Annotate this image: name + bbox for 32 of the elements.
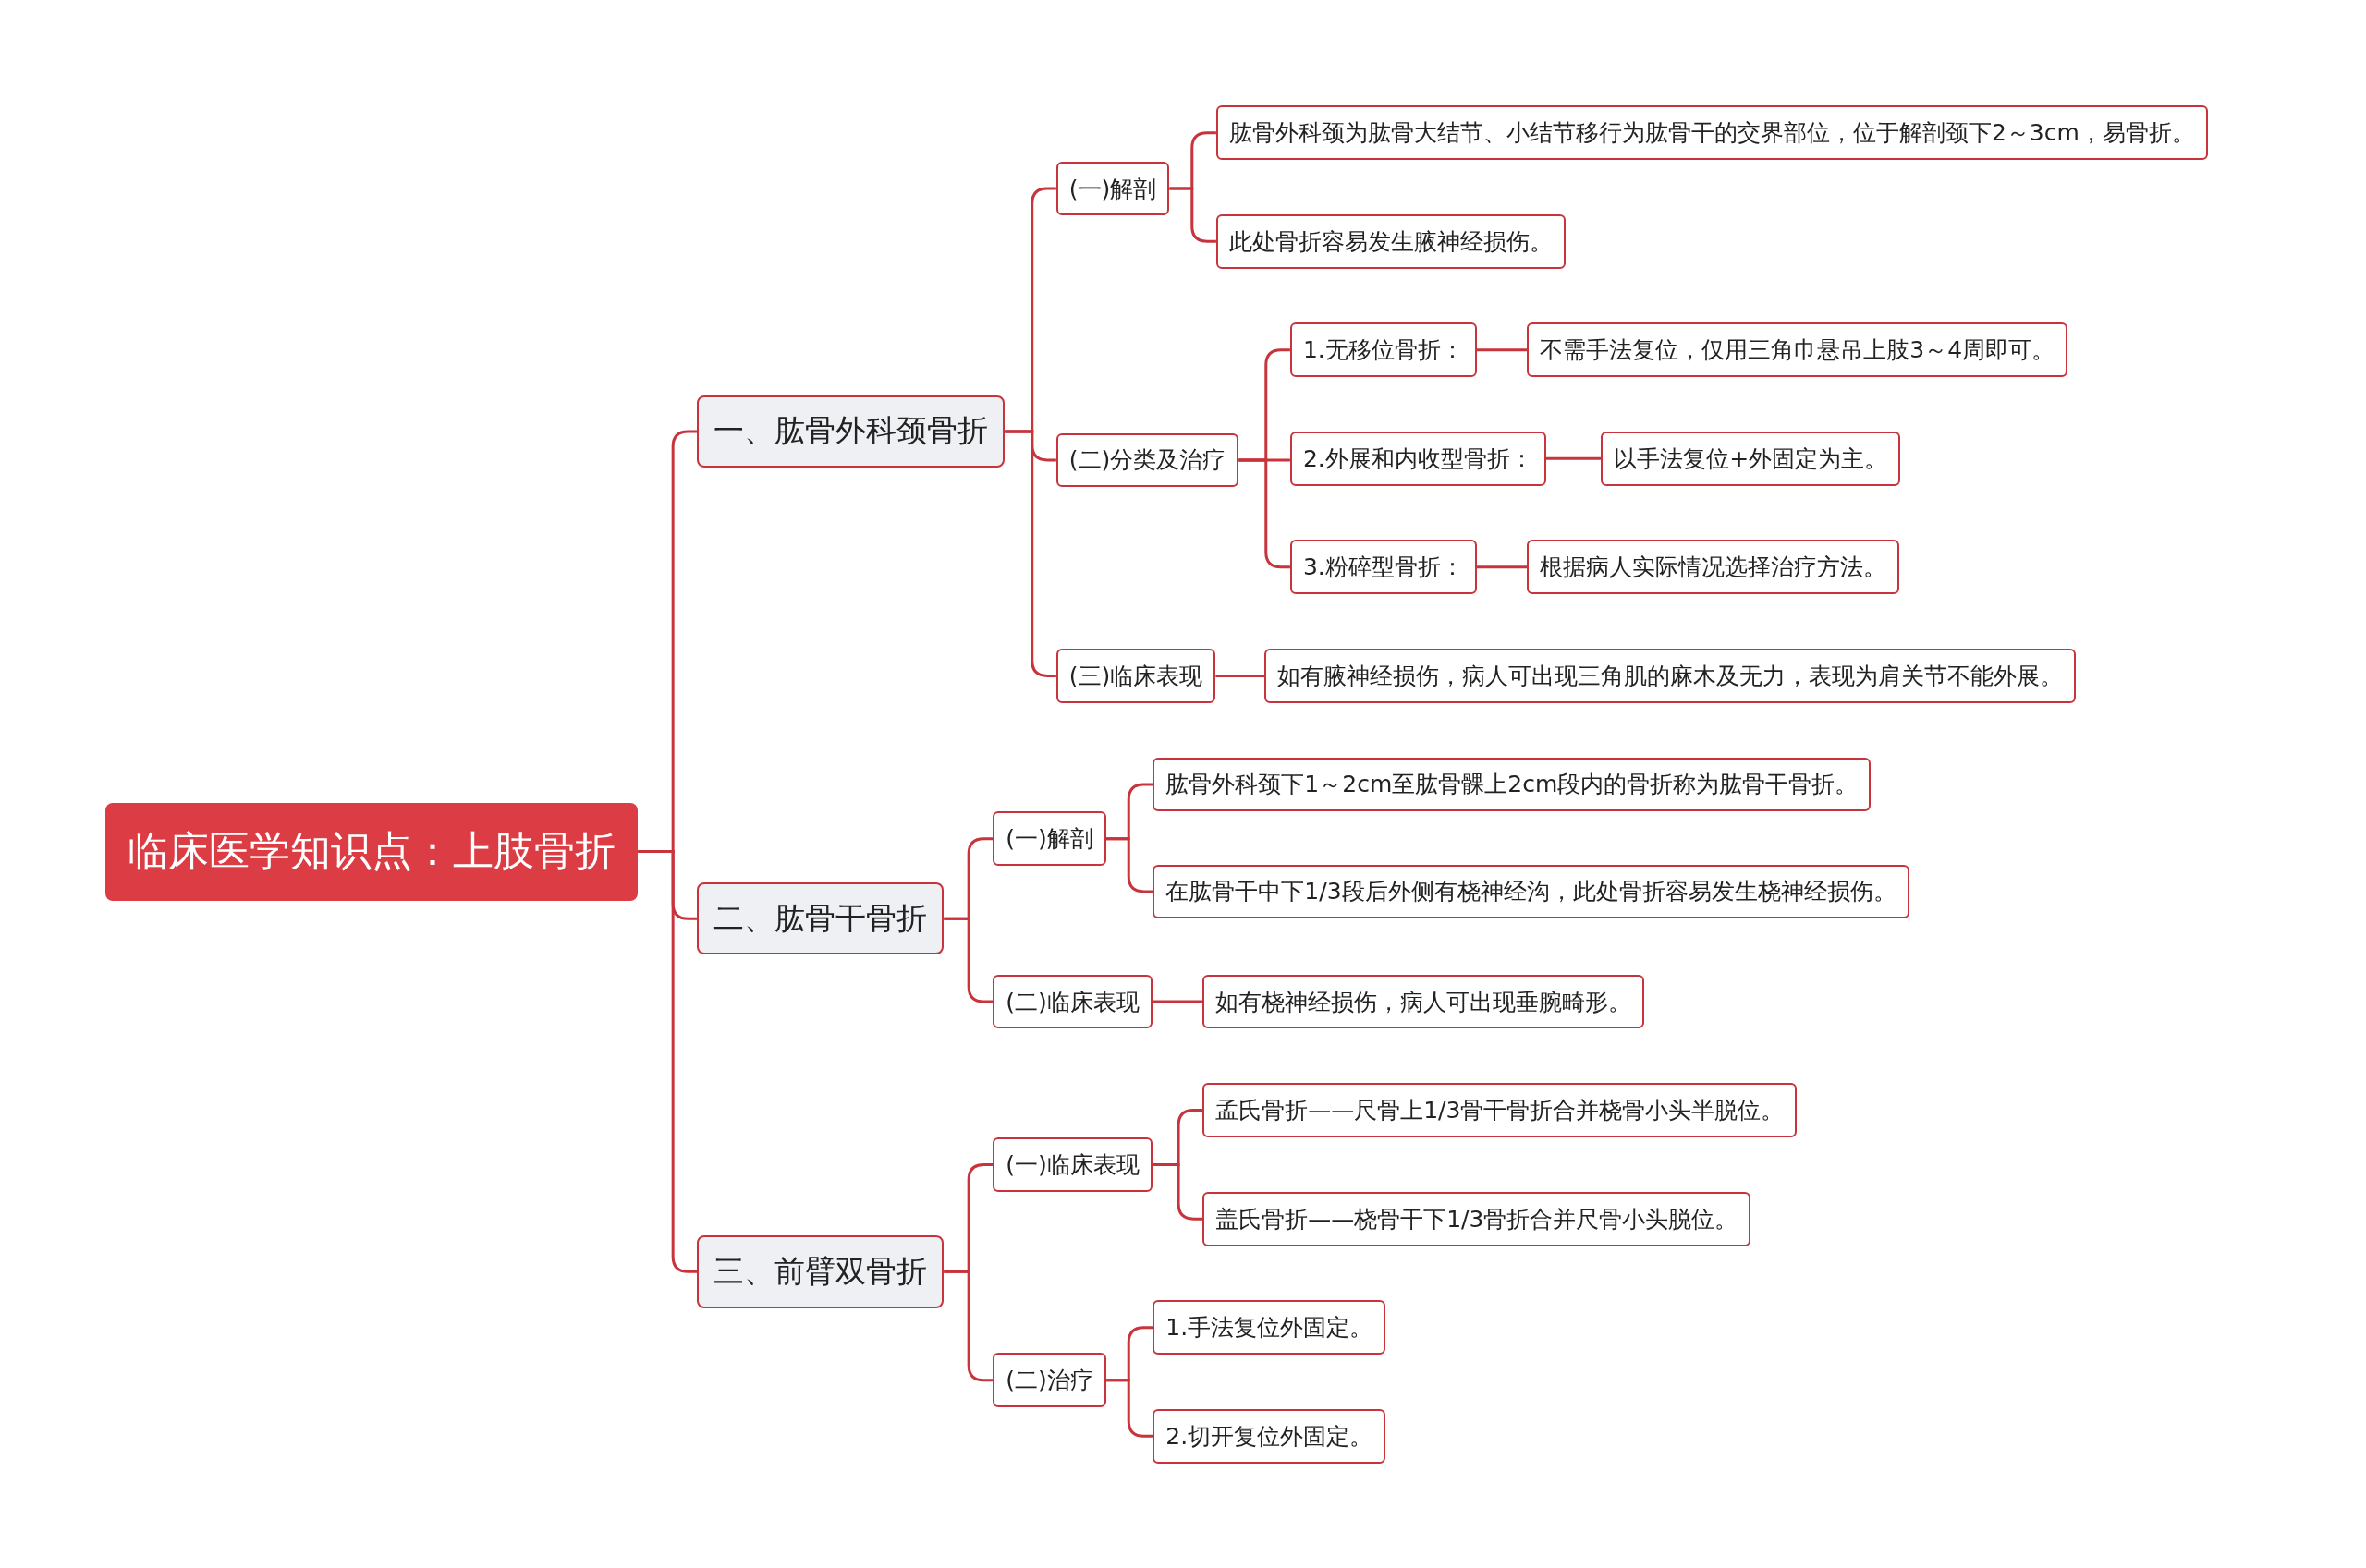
connector-line [1152, 1000, 1203, 1003]
subtopic-box: 肱骨外科颈为肱骨大结节、小结节移行为肱骨干的交界部位，位于解剖颈下2～3cm，易骨折。 [1215, 105, 2208, 161]
root-topic-box: 临床医学知识点：上肢骨折 [105, 802, 639, 901]
subtopic-box: 不需手法复位，仅用三角巾悬吊上肢3～4周即可。 [1527, 322, 2068, 378]
subtopic-box: (二)分类及治疗 [1055, 432, 1239, 488]
topic-box: 二、肱骨干骨折 [697, 882, 945, 955]
subtopic-box: 1.手法复位外固定。 [1153, 1300, 1386, 1355]
subtopic-box: 2.切开复位外固定。 [1153, 1408, 1386, 1464]
subtopic-box: (三)临床表现 [1055, 649, 1216, 703]
topic-box: 三、前臂双骨折 [697, 1235, 945, 1308]
subtopic-box: 如有腋神经损伤，病人可出现三角肌的麻木及无力，表现为肩关节不能外展。 [1264, 649, 2077, 703]
subtopic-box: (一)解剖 [1055, 161, 1170, 216]
subtopic-box: 肱骨外科颈下1～2cm至肱骨髁上2cm段内的骨折称为肱骨干骨折。 [1153, 757, 1872, 812]
connector-line [1476, 348, 1528, 352]
subtopic-box: 3.粉碎型骨折： [1289, 540, 1477, 595]
subtopic-box: (二)治疗 [993, 1353, 1106, 1408]
connector-line [1476, 565, 1528, 569]
subtopic-box: 根据病人实际情况选择治疗方法。 [1527, 540, 1900, 595]
connector-line [1215, 674, 1265, 677]
connector-line [1545, 456, 1602, 460]
subtopic-box: 盖氏骨折——桡骨干下1/3骨折合并尺骨小头脱位。 [1202, 1191, 1751, 1246]
subtopic-box: (一)解剖 [993, 811, 1106, 867]
subtopic-box: 2.外展和内收型骨折： [1289, 431, 1546, 486]
subtopic-box: 此处骨折容易发生腋神经损伤。 [1215, 213, 1566, 269]
subtopic-box: 以手法复位+外固定为主。 [1601, 431, 1901, 486]
topic-box: 一、肱骨外科颈骨折 [697, 395, 1006, 468]
subtopic-box: 1.无移位骨折： [1289, 322, 1477, 378]
subtopic-box: (二)临床表现 [993, 974, 1153, 1029]
subtopic-box: 在肱骨干中下1/3段后外侧有桡神经沟，此处骨折容易发生桡神经损伤。 [1153, 864, 1909, 919]
subtopic-box: 孟氏骨折——尺骨上1/3骨干骨折合并桡骨小头半脱位。 [1202, 1083, 1798, 1137]
subtopic-box: 如有桡神经损伤，病人可出现垂腕畸形。 [1202, 974, 1645, 1029]
subtopic-box: (一)临床表现 [993, 1137, 1153, 1192]
